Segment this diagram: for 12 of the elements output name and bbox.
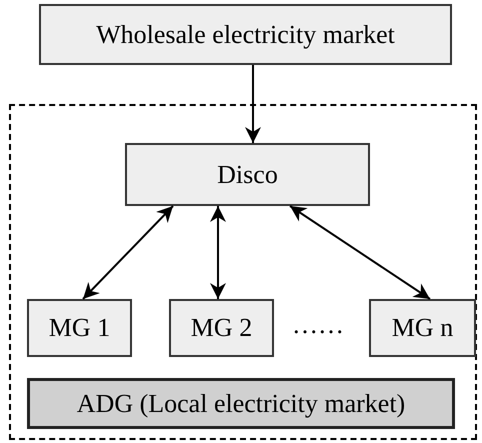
- dashed-boundary: [9, 104, 477, 440]
- local-market-box: ADG (Local electricity market): [27, 378, 455, 429]
- disco-box: Disco: [125, 143, 370, 206]
- arrow: [82, 205, 174, 300]
- arrow: [245, 65, 261, 143]
- microgrid-box: MG 2: [169, 299, 274, 357]
- market-box: Wholesale electricity market: [39, 4, 452, 65]
- microgrid-box: MG 1: [27, 299, 132, 357]
- arrow: [210, 206, 226, 299]
- ellipsis-text: ……: [292, 312, 344, 338]
- microgrid-box: MG n: [369, 299, 476, 357]
- arrow: [289, 205, 431, 300]
